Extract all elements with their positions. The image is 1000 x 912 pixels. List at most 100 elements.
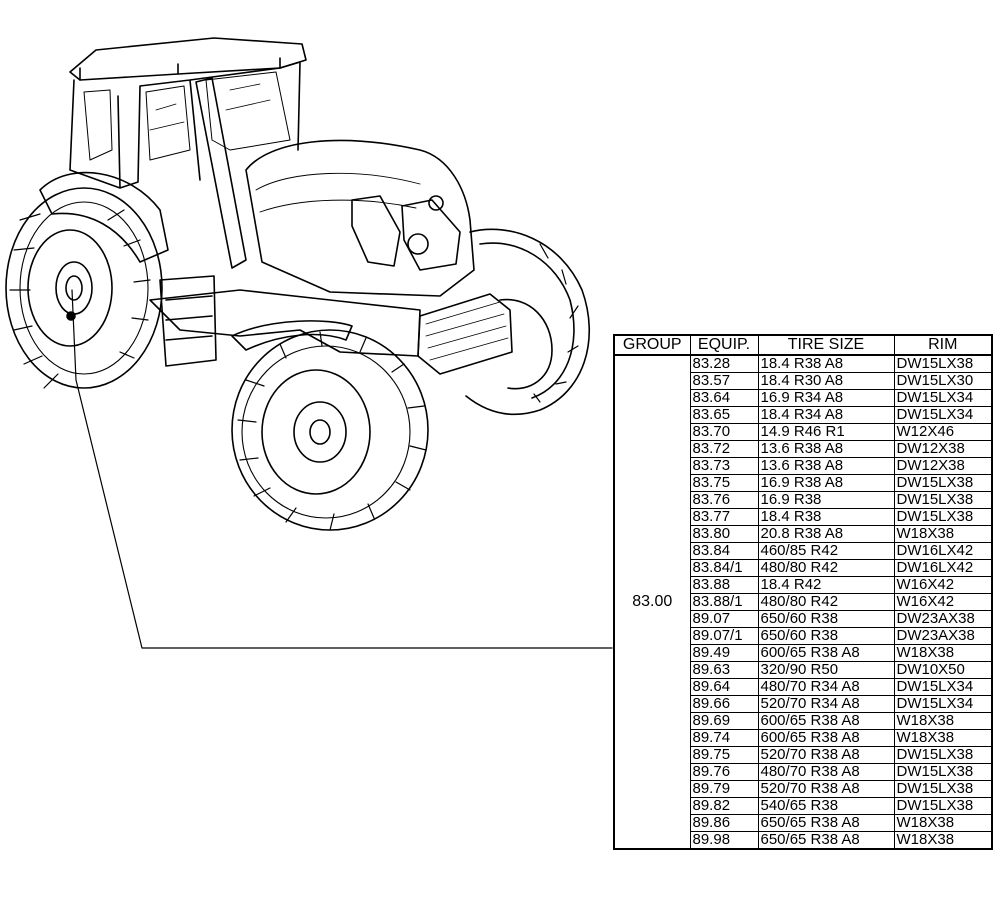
equip-cell: 83.28 (689, 354, 759, 373)
rim-cell: DW15LX38 (893, 797, 993, 815)
equip-cell: 83.64 (689, 389, 759, 407)
front-right-wheel (465, 228, 590, 416)
equip-cell: 89.76 (689, 763, 759, 781)
equip-cell: 83.76 (689, 491, 759, 509)
front-left-wheel (231, 329, 429, 531)
equip-cell: 83.84 (689, 542, 759, 560)
tire-size-cell: 520/70 R38 A8 (757, 746, 895, 764)
rim-cell: DW15LX38 (893, 491, 993, 509)
rim-cell: DW15LX38 (893, 763, 993, 781)
header-rim: RIM (893, 334, 993, 356)
rear-left-wheel (5, 187, 163, 389)
tire-size-cell: 480/80 R42 (757, 559, 895, 577)
tire-size-cell: 520/70 R38 A8 (757, 780, 895, 798)
tire-size-cell: 13.6 R38 A8 (757, 457, 895, 475)
tire-size-cell: 480/70 R34 A8 (757, 678, 895, 696)
rim-cell: DW23AX38 (893, 610, 993, 628)
equip-cell: 83.72 (689, 440, 759, 458)
rim-cell: W18X38 (893, 644, 993, 662)
rim-cell: W18X38 (893, 525, 993, 543)
rim-cell: DW15LX34 (893, 695, 993, 713)
equip-cell: 83.73 (689, 457, 759, 475)
equip-cell: 89.98 (689, 831, 759, 850)
rim-cell: DW16LX42 (893, 559, 993, 577)
equip-cell: 83.65 (689, 406, 759, 424)
tire-size-cell: 320/90 R50 (757, 661, 895, 679)
leader-line (71, 289, 613, 649)
rim-cell: W18X38 (893, 729, 993, 747)
tire-size-cell: 18.4 R30 A8 (757, 372, 895, 390)
tire-size-cell: 18.4 R34 A8 (757, 406, 895, 424)
rim-cell: W18X38 (893, 831, 993, 850)
equip-cell: 89.69 (689, 712, 759, 730)
equip-cell: 83.80 (689, 525, 759, 543)
tire-size-cell: 18.4 R42 (757, 576, 895, 594)
equip-cell: 89.79 (689, 780, 759, 798)
equip-cell: 83.57 (689, 372, 759, 390)
equip-cell: 83.84/1 (689, 559, 759, 577)
table-header-row: GROUP EQUIP. TIRE SIZE RIM (613, 334, 993, 356)
rim-cell: DW15LX38 (893, 354, 993, 373)
tire-size-cell: 650/60 R38 (757, 610, 895, 628)
tire-size-cell: 20.8 R38 A8 (757, 525, 895, 543)
exhaust-pipe (195, 77, 247, 269)
tire-size-cell: 16.9 R34 A8 (757, 389, 895, 407)
tire-size-cell: 16.9 R38 A8 (757, 474, 895, 492)
rim-cell: DW15LX34 (893, 406, 993, 424)
group-cell: 83.00 (613, 354, 691, 850)
tire-size-cell: 480/80 R42 (757, 593, 895, 611)
rim-cell: DW12X38 (893, 440, 993, 458)
rim-cell: W18X38 (893, 814, 993, 832)
equip-cell: 83.77 (689, 508, 759, 526)
tire-size-cell: 14.9 R46 R1 (757, 423, 895, 441)
rim-cell: DW15LX34 (893, 389, 993, 407)
equip-cell: 83.70 (689, 423, 759, 441)
equip-cell: 89.63 (689, 661, 759, 679)
rim-cell: W16X42 (893, 576, 993, 594)
tire-size-cell: 650/60 R38 (757, 627, 895, 645)
tire-size-cell: 13.6 R38 A8 (757, 440, 895, 458)
tire-size-cell: 18.4 R38 (757, 508, 895, 526)
equip-cell: 83.88 (689, 576, 759, 594)
rim-cell: W12X46 (893, 423, 993, 441)
equip-cell: 89.74 (689, 729, 759, 747)
rim-cell: DW23AX38 (893, 627, 993, 645)
rim-cell: DW15LX38 (893, 746, 993, 764)
rim-cell: W16X42 (893, 593, 993, 611)
cab-frame (69, 61, 301, 189)
tire-size-cell: 520/70 R34 A8 (757, 695, 895, 713)
tire-size-cell: 540/65 R38 (757, 797, 895, 815)
equip-cell: 89.66 (689, 695, 759, 713)
rim-cell: DW16LX42 (893, 542, 993, 560)
equip-cell: 89.07/1 (689, 627, 759, 645)
equip-cell: 89.07 (689, 610, 759, 628)
equip-cell: 89.82 (689, 797, 759, 815)
equip-cell: 89.75 (689, 746, 759, 764)
equip-cell: 89.49 (689, 644, 759, 662)
rim-cell: DW15LX34 (893, 678, 993, 696)
tire-size-cell: 480/70 R38 A8 (757, 763, 895, 781)
equip-cell: 83.88/1 (689, 593, 759, 611)
steps (159, 275, 217, 367)
rim-cell: DW12X38 (893, 457, 993, 475)
rim-cell: DW15LX38 (893, 474, 993, 492)
tire-size-cell: 650/65 R38 A8 (757, 814, 895, 832)
header-group: GROUP (613, 334, 691, 356)
tire-size-cell: 460/85 R42 (757, 542, 895, 560)
hood (245, 139, 475, 297)
